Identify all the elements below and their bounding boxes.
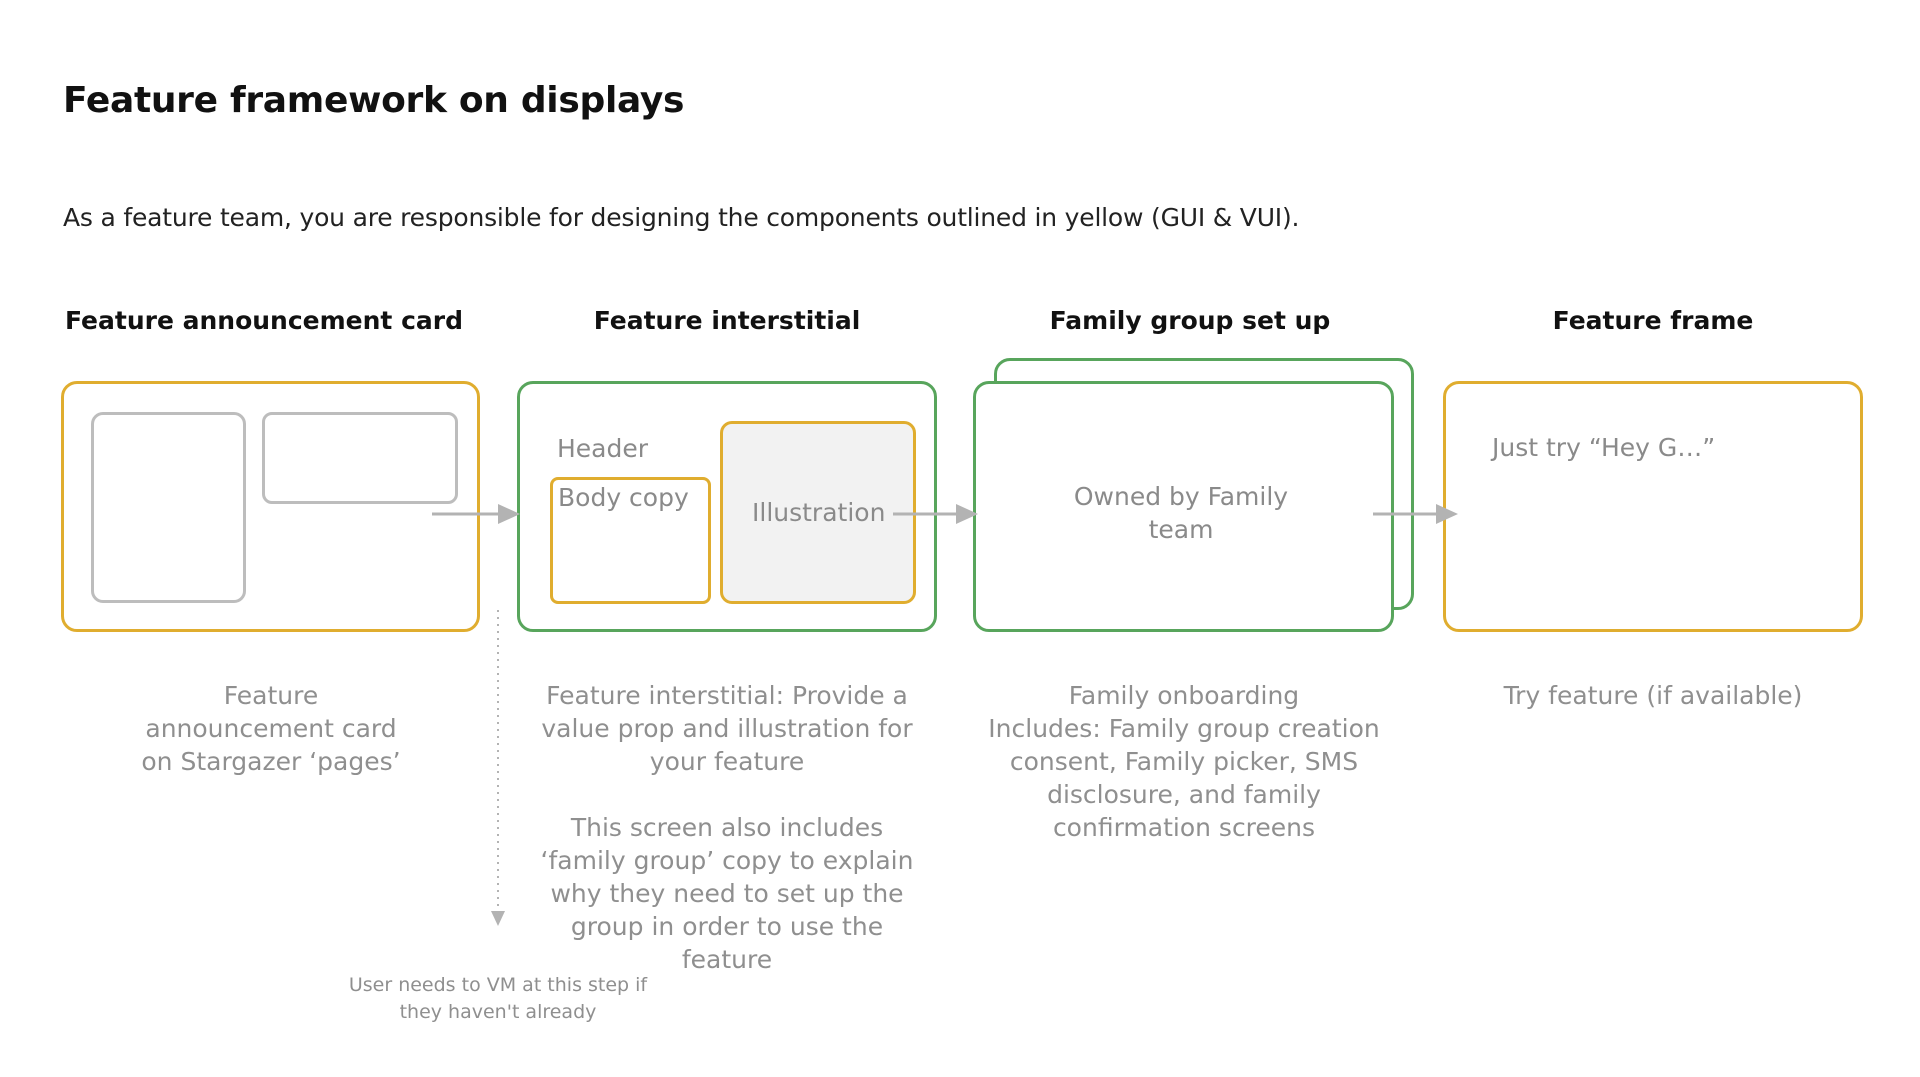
family-setup-frame: Owned by Family team: [973, 381, 1394, 632]
feature-frame: Just try “Hey G…”: [1443, 381, 1863, 632]
illustration-box: Illustration: [720, 421, 916, 604]
interstitial-description: Feature interstitial: Provide a value pr…: [540, 681, 914, 974]
vm-step-note: User needs to VM at this step if they ha…: [348, 974, 648, 1023]
stage-title-family-setup: Family group set up: [1049, 306, 1331, 335]
announcement-card-frame: [61, 381, 480, 632]
body-copy-box: Body copy: [550, 477, 711, 604]
card-placeholder-wide: [262, 412, 458, 504]
dotted-arrow-to-vm-note: [491, 610, 505, 926]
card-placeholder-tall: [91, 412, 246, 603]
feature-prompt-label: Just try “Hey G…”: [1492, 433, 1716, 462]
stage-title-announcement-card: Feature announcement card: [64, 306, 463, 335]
interstitial-frame: Header Body copy Illustration: [517, 381, 937, 632]
feature-frame-description: Try feature (if available): [1503, 681, 1803, 710]
stage-title-feature-frame: Feature frame: [1552, 306, 1754, 335]
body-copy-label: Body copy: [558, 483, 689, 512]
arrow-interstitial-to-family-setup: [893, 504, 978, 524]
arrow-family-setup-to-feature-frame: [1373, 504, 1458, 524]
illustration-label: Illustration: [752, 498, 886, 527]
announcement-card-description: Feature announcement card on Stargazer ‘…: [141, 681, 401, 776]
family-owner-label: Owned by Family team: [1073, 482, 1289, 544]
page-subtitle: As a feature team, you are responsible f…: [63, 203, 1300, 232]
stage-title-interstitial: Feature interstitial: [593, 306, 861, 335]
interstitial-header-label: Header: [557, 434, 649, 463]
arrow-announcement-to-interstitial: [432, 504, 520, 524]
family-setup-description: Family onboarding Includes: Family group…: [988, 681, 1380, 842]
page-title: Feature framework on displays: [63, 80, 685, 121]
